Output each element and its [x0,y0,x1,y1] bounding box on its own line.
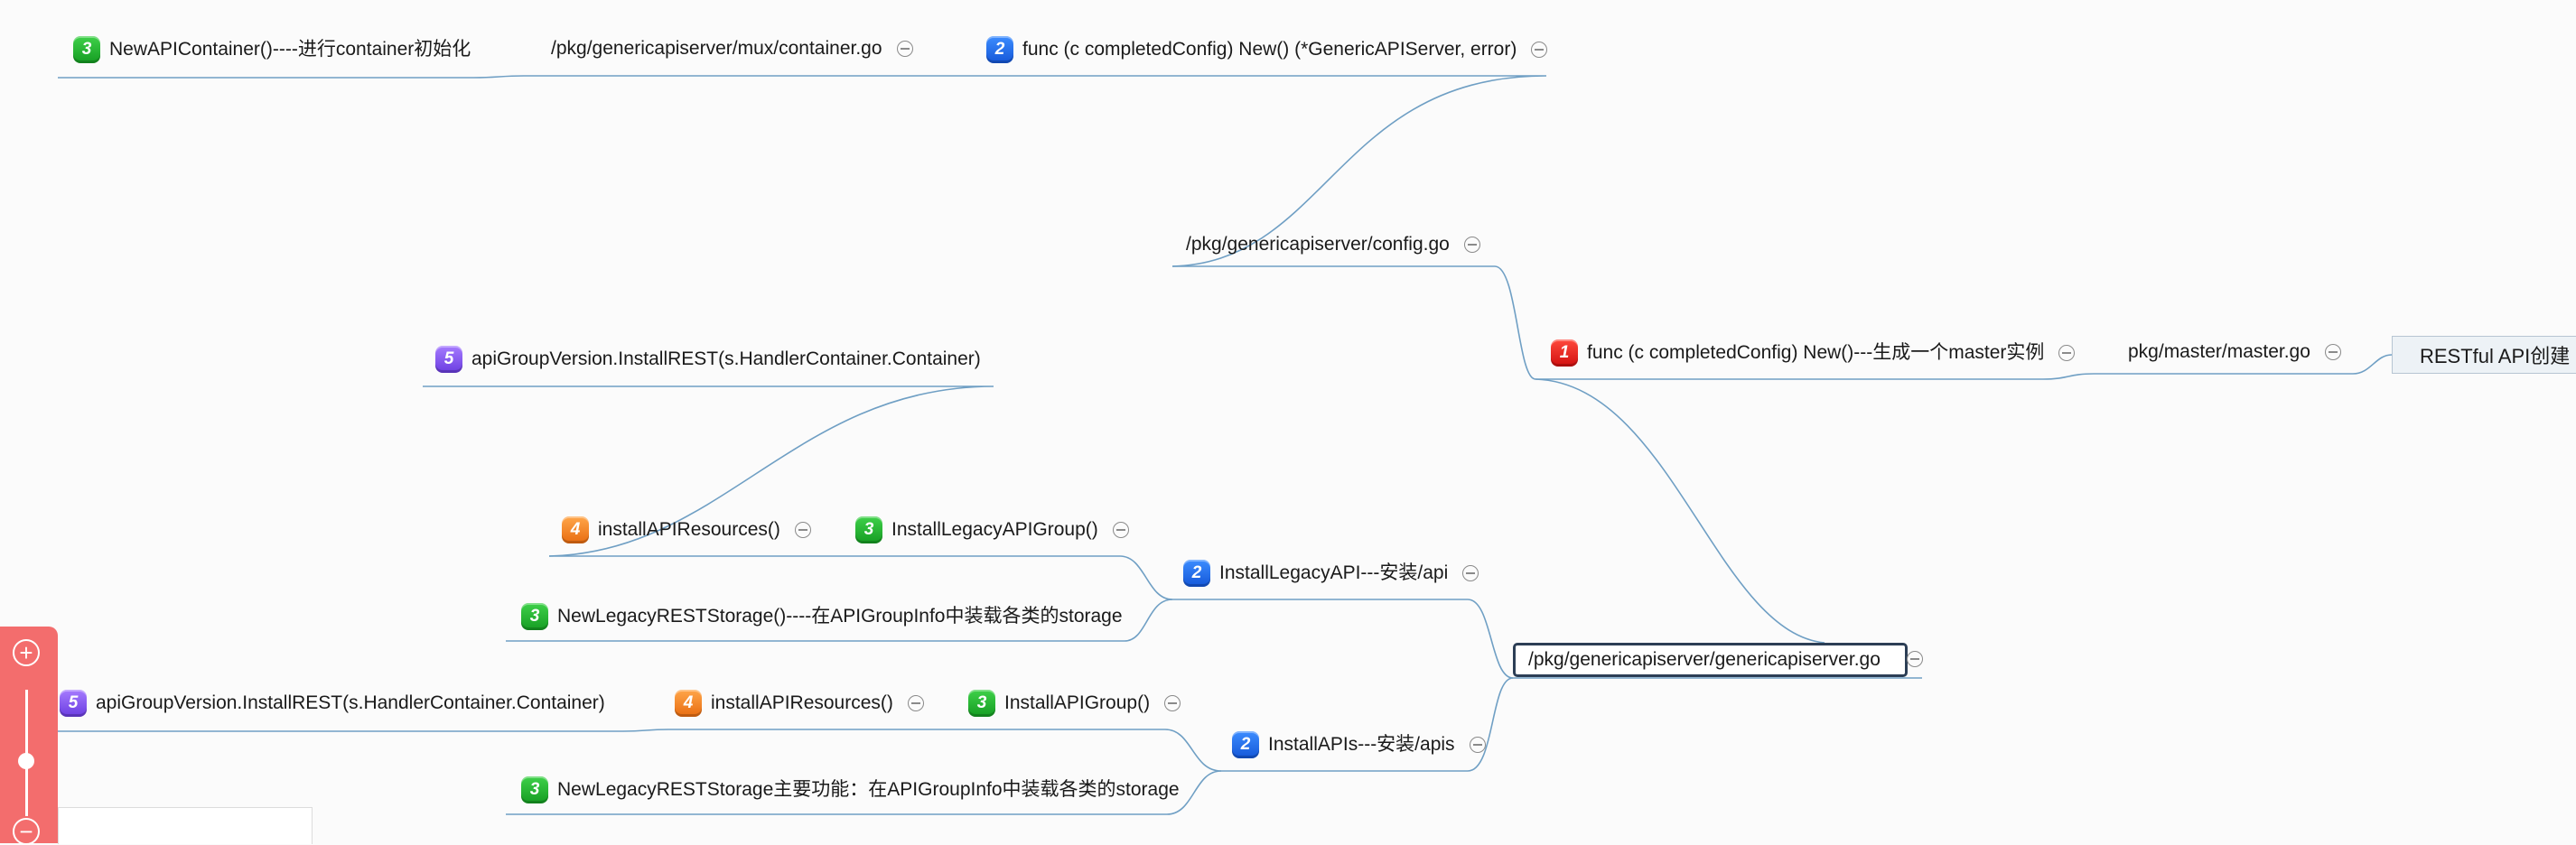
priority-2-icon: 2 [1232,731,1259,758]
collapse-icon[interactable] [1164,695,1181,711]
node-install-api-group-label: InstallAPIGroup() [1004,692,1151,713]
priority-5-icon: 5 [60,690,87,717]
node-install-rest-1-label: apiGroupVersion.InstallREST(s.HandlerCon… [471,348,981,369]
node-master-go[interactable]: pkg/master/master.go [2128,339,2341,365]
connector-root-master [2114,354,2393,375]
node-mux-container-go[interactable]: /pkg/genericapiserver/mux/container.go [551,36,913,61]
connector-config-generic [985,75,1547,267]
node-install-api-group[interactable]: 3 InstallAPIGroup() [968,690,1181,717]
node-new-legacy-rest-storage-1-label: NewLegacyRESTStorage()----在APIGroupInfo中… [557,606,1123,627]
collapse-icon[interactable] [2324,344,2341,360]
node-install-api-resources-1-label: installAPIResources() [598,519,780,540]
node-genericapiserver-go-label: /pkg/genericapiserver/genericapiserver.g… [1528,649,1881,670]
node-install-rest-1[interactable]: 5 apiGroupVersion.InstallREST(s.HandlerC… [435,346,981,373]
node-install-api-resources-2[interactable]: 4 installAPIResources() [675,690,924,717]
priority-4-icon: 4 [675,690,702,717]
connector-gas-apis [1221,677,1514,772]
collapse-icon[interactable] [896,41,913,57]
collapse-icon[interactable] [1462,565,1479,581]
node-func-new-generic[interactable]: 2 func (c completedConfig) New() (*Gener… [986,36,1548,63]
priority-3-icon: 3 [855,516,882,543]
root-node-label: RESTful API创建 [2420,345,2571,367]
zoom-out-button[interactable]: − [13,818,40,845]
root-node[interactable]: RESTful API创建 [2392,336,2576,374]
node-install-rest-2[interactable]: 5 apiGroupVersion.InstallREST(s.HandlerC… [60,690,605,717]
node-func-new-generic-label: func (c completedConfig) New() (*Generic… [1022,39,1517,60]
priority-2-icon: 2 [986,36,1013,63]
node-install-rest-2-label: apiGroupVersion.InstallREST(s.HandlerCon… [96,692,605,713]
collapse-icon[interactable] [794,522,811,538]
node-install-legacy-api[interactable]: 2 InstallLegacyAPI---安装/api [1183,560,1479,587]
connector-apis-group [962,729,1222,772]
priority-3-icon: 3 [968,690,995,717]
connector-apis-storage2 [506,770,1222,815]
collapse-icon[interactable] [2058,345,2076,361]
collapse-icon[interactable] [1907,651,1923,667]
node-mux-container-go-label: /pkg/genericapiserver/mux/container.go [551,38,882,59]
node-new-api-container[interactable]: 3 NewAPIContainer()----进行container初始化 [73,36,471,63]
node-install-apis-label: InstallAPIs---安装/apis [1268,734,1455,755]
connector-master-func1 [1535,373,2114,380]
collapse-icon[interactable] [1463,237,1480,253]
connector-func1-genericapiserver [1535,378,1825,644]
zoom-in-button[interactable]: + [13,639,40,666]
collapse-icon[interactable] [1531,42,1548,58]
connector-resources2-rest2 [58,729,669,732]
connector-legacyapi-group [849,555,1173,600]
node-install-api-resources-1[interactable]: 4 installAPIResources() [562,516,811,543]
connector-gas-legacyapi [1172,599,1514,679]
node-install-legacy-api-group[interactable]: 3 InstallLegacyAPIGroup() [855,516,1129,543]
node-new-legacy-rest-storage-2[interactable]: 3 NewLegacyRESTStorage主要功能：在APIGroupInfo… [521,776,1180,803]
node-new-api-container-label: NewAPIContainer()----进行container初始化 [109,39,471,60]
node-master-go-label: pkg/master/master.go [2128,341,2310,362]
connector-mux-newapi [58,75,525,79]
node-install-apis[interactable]: 2 InstallAPIs---安装/apis [1232,731,1486,758]
connector-legacyapi-storage1 [506,599,1173,642]
zoom-slider-handle[interactable] [18,753,34,769]
node-install-api-resources-2-label: installAPIResources() [711,692,893,713]
connector-func1-config [1172,265,1536,380]
node-install-legacy-api-label: InstallLegacyAPI---安装/api [1219,562,1449,583]
node-new-legacy-rest-storage-2-label: NewLegacyRESTStorage主要功能：在APIGroupInfo中装… [557,779,1180,800]
collapse-icon[interactable] [1469,737,1486,753]
priority-3-icon: 3 [521,603,548,630]
node-genericapiserver-go[interactable]: /pkg/genericapiserver/genericapiserver.g… [1513,643,1908,677]
priority-3-icon: 3 [521,776,548,803]
node-new-legacy-rest-storage-1[interactable]: 3 NewLegacyRESTStorage()----在APIGroupInf… [521,603,1123,630]
node-config-go[interactable]: /pkg/genericapiserver/config.go [1186,232,1480,257]
minimap-panel[interactable] [58,807,313,844]
node-install-legacy-api-group-label: InstallLegacyAPIGroup() [891,519,1098,540]
zoom-panel: + − [0,627,58,845]
priority-2-icon: 2 [1183,560,1210,587]
node-func-new-master-label: func (c completedConfig) New()---生成一个mas… [1587,342,2045,363]
priority-1-icon: 1 [1551,339,1578,367]
connector-resources-rest1 [423,385,994,557]
priority-5-icon: 5 [435,346,462,373]
priority-4-icon: 4 [562,516,589,543]
collapse-icon[interactable] [907,695,924,711]
collapse-icon[interactable] [1112,522,1129,538]
node-func-new-master[interactable]: 1 func (c completedConfig) New()---生成一个m… [1551,339,2076,367]
priority-3-icon: 3 [73,36,100,63]
node-config-go-label: /pkg/genericapiserver/config.go [1186,234,1450,255]
